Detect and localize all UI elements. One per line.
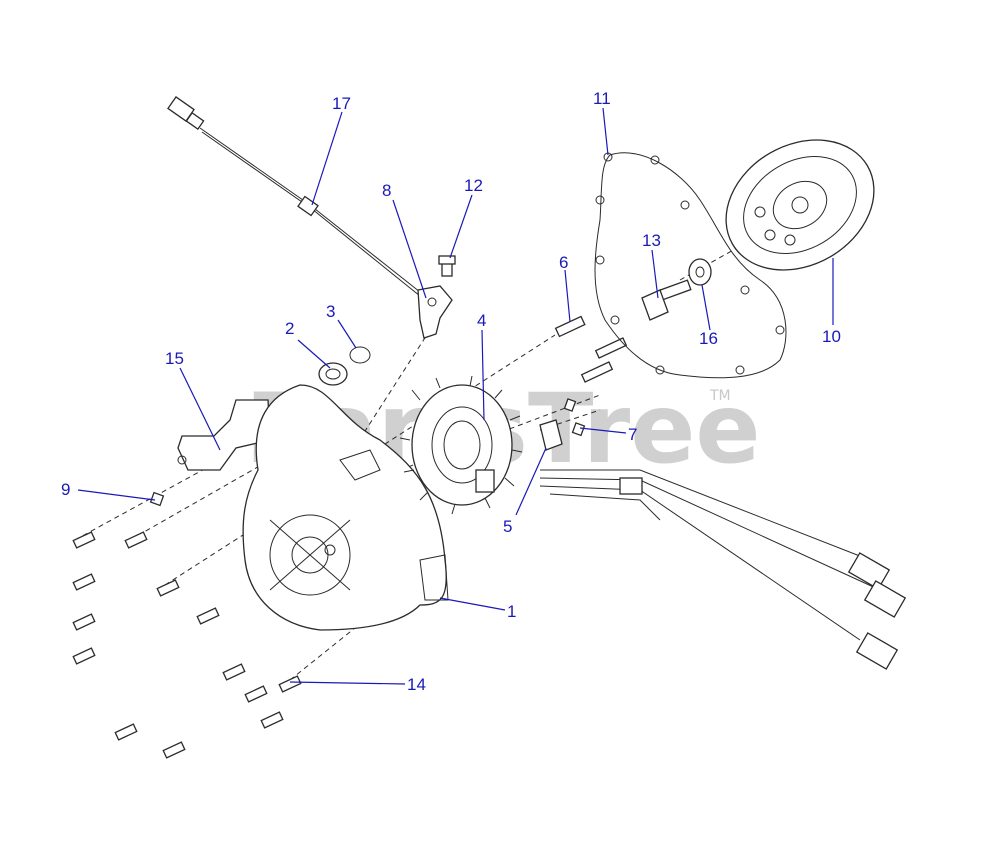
- crank-position-sensor: [417, 285, 453, 339]
- stator-cover: [242, 384, 449, 631]
- callout-12: 12: [464, 176, 483, 195]
- callout-labels: 1 2 3 4 5 6 7 8 9 10 11 12 13 14 15 16 1…: [61, 89, 841, 694]
- callout-2: 2: [285, 319, 294, 338]
- flywheel: [725, 139, 875, 271]
- wire-clamp-plate: [539, 419, 563, 451]
- snap-ring: [349, 346, 371, 364]
- sensor-harness: [167, 96, 421, 297]
- callout-5: 5: [503, 517, 512, 536]
- callout-3: 3: [326, 302, 335, 321]
- washer: [688, 258, 712, 286]
- flywheel-bolt: [641, 279, 692, 321]
- bearing: [318, 362, 348, 386]
- stator: [399, 375, 523, 515]
- gasket: [594, 152, 787, 379]
- stator-wiring-harness: [539, 469, 907, 670]
- bracket: [177, 399, 271, 471]
- callout-11: 11: [593, 89, 611, 108]
- leader-lines: [77, 107, 834, 685]
- callout-1: 1: [507, 602, 516, 621]
- callout-10: 10: [822, 327, 841, 346]
- watermark-trademark: TM: [709, 388, 731, 404]
- callout-8: 8: [382, 181, 391, 200]
- callout-16: 16: [699, 329, 718, 348]
- plate-screws: [563, 398, 586, 437]
- callout-13: 13: [642, 231, 661, 250]
- callout-17: 17: [332, 94, 351, 113]
- callout-9: 9: [61, 480, 70, 499]
- callout-15: 15: [165, 349, 184, 368]
- sensor-screw: [438, 255, 456, 277]
- callout-7: 7: [628, 425, 637, 444]
- cover-bolts: [554, 315, 628, 383]
- callout-14: 14: [407, 675, 426, 694]
- cover-screws: [72, 531, 302, 759]
- grommet: [149, 491, 165, 507]
- callout-4: 4: [477, 311, 486, 330]
- callout-6: 6: [559, 253, 568, 272]
